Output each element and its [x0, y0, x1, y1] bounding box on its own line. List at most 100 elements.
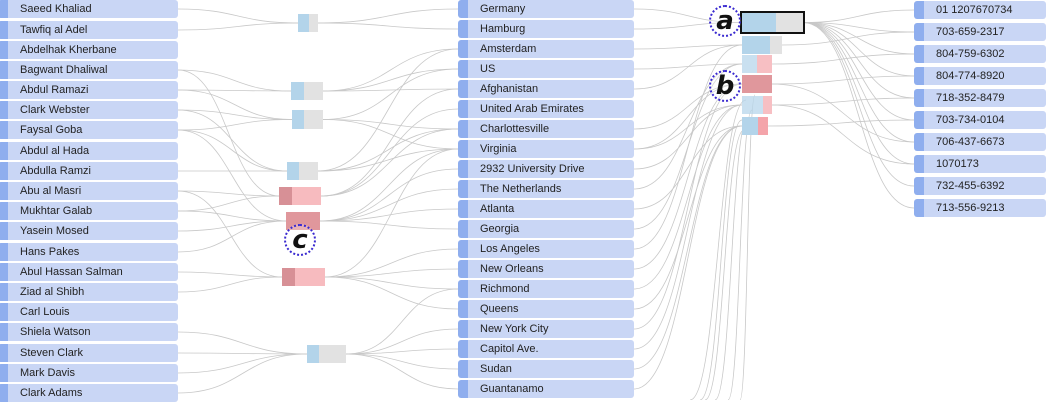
link-cluster[interactable] — [298, 14, 318, 32]
place-node[interactable]: Afghanistan — [458, 80, 634, 98]
person-node[interactable]: Abdulla Ramzi — [0, 162, 178, 180]
node-bar — [458, 60, 468, 78]
person-node[interactable]: Faysal Goba — [0, 121, 178, 139]
node-label: Mukhtar Galab — [20, 205, 93, 217]
person-node[interactable]: Yasein Mosed — [0, 222, 178, 240]
node-label: Georgia — [480, 223, 520, 235]
cluster-segment — [742, 117, 758, 135]
phone-node[interactable]: 706-437-6673 — [914, 133, 1046, 151]
node-label: Steven Clark — [20, 347, 83, 359]
link-path — [771, 83, 915, 143]
link-path — [704, 129, 745, 400]
node-bar — [458, 320, 468, 338]
place-node[interactable]: Georgia — [458, 220, 634, 238]
node-bar — [458, 160, 468, 178]
phone-node[interactable]: 01 1207670734 — [914, 1, 1046, 19]
link-cluster[interactable] — [742, 117, 768, 135]
phone-node[interactable]: 703-659-2317 — [914, 23, 1046, 41]
link-path — [177, 89, 292, 92]
cluster-segment — [742, 75, 772, 93]
cluster-segment — [763, 96, 772, 114]
phone-node[interactable]: 713-556-9213 — [914, 199, 1046, 217]
person-node[interactable]: Carl Louis — [0, 303, 178, 321]
place-node[interactable]: Atlanta — [458, 200, 634, 218]
person-node[interactable]: Shiela Watson — [0, 323, 178, 341]
link-cluster[interactable] — [742, 36, 782, 54]
node-label: Atlanta — [480, 203, 515, 215]
link-cluster[interactable] — [742, 55, 772, 73]
link-cluster[interactable] — [742, 96, 772, 114]
phone-node[interactable]: 1070173 — [914, 155, 1046, 173]
link-cluster[interactable] — [307, 345, 346, 363]
link-path — [177, 119, 293, 131]
place-node[interactable]: Virginia — [458, 140, 634, 158]
place-node[interactable]: Amsterdam — [458, 40, 634, 58]
person-node[interactable]: Tawfiq al Adel — [0, 21, 178, 39]
person-node[interactable]: Saeed Khaliad — [0, 0, 178, 18]
place-node[interactable]: Richmond — [458, 280, 634, 298]
place-node[interactable]: Sudan — [458, 360, 634, 378]
place-node[interactable]: New Orleans — [458, 260, 634, 278]
person-node[interactable]: Clark Adams — [0, 384, 178, 402]
cluster-segment — [292, 110, 305, 129]
link-cluster[interactable] — [287, 162, 318, 180]
node-bar — [0, 202, 8, 220]
place-node[interactable]: Germany — [458, 0, 634, 18]
cluster-segment — [291, 187, 321, 205]
place-node[interactable]: The Netherlands — [458, 180, 634, 198]
phone-node[interactable]: 804-759-6302 — [914, 45, 1046, 63]
link-path — [771, 97, 915, 106]
link-path — [317, 128, 459, 172]
phone-node[interactable]: 718-352-8479 — [914, 89, 1046, 107]
node-bar — [0, 41, 8, 59]
person-node[interactable]: Clark Webster — [0, 101, 178, 119]
place-node[interactable]: US — [458, 60, 634, 78]
node-bar — [458, 380, 468, 398]
person-node[interactable]: Abul Hassan Salman — [0, 263, 178, 281]
place-node[interactable]: 2932 University Drive — [458, 160, 634, 178]
phone-node[interactable]: 703-734-0104 — [914, 111, 1046, 129]
place-node[interactable]: Los Angeles — [458, 240, 634, 258]
person-node[interactable]: Abdelhak Kherbane — [0, 41, 178, 59]
person-node[interactable]: Bagwant Dhaliwal — [0, 61, 178, 79]
place-node[interactable]: New York City — [458, 320, 634, 338]
phone-node[interactable]: 804-774-8920 — [914, 67, 1046, 85]
link-path — [177, 276, 283, 293]
place-node[interactable]: Queens — [458, 300, 634, 318]
place-node[interactable]: Capitol Ave. — [458, 340, 634, 358]
person-node[interactable]: Mark Davis — [0, 364, 178, 382]
link-path — [802, 9, 915, 23]
node-bar — [458, 260, 468, 278]
link-path — [781, 31, 915, 46]
node-bar — [914, 177, 924, 195]
node-label: Richmond — [480, 283, 530, 295]
cluster-segment — [742, 96, 763, 114]
person-node[interactable]: Abdul al Hada — [0, 142, 178, 160]
link-path — [319, 168, 459, 222]
person-node[interactable]: Hans Pakes — [0, 243, 178, 261]
person-node[interactable]: Steven Clark — [0, 344, 178, 362]
link-cluster[interactable] — [292, 110, 323, 129]
link-cluster[interactable] — [291, 82, 323, 100]
person-node[interactable]: Abdul Ramazi — [0, 81, 178, 99]
link-path — [177, 190, 280, 197]
node-bar — [458, 20, 468, 38]
place-node[interactable]: Hamburg — [458, 20, 634, 38]
node-bar — [0, 263, 8, 281]
place-node[interactable]: Charlottesville — [458, 120, 634, 138]
link-path — [177, 352, 308, 355]
selected-link-cluster[interactable] — [740, 11, 805, 34]
link-path — [802, 22, 915, 77]
person-node[interactable]: Mukhtar Galab — [0, 202, 178, 220]
place-node[interactable]: United Arab Emirates — [458, 100, 634, 118]
link-cluster[interactable] — [279, 187, 321, 205]
link-path — [771, 104, 915, 165]
link-path — [322, 119, 459, 130]
place-node[interactable]: Guantanamo — [458, 380, 634, 398]
cluster-segment — [309, 14, 318, 32]
link-cluster[interactable] — [282, 268, 325, 286]
person-node[interactable]: Abu al Masri — [0, 182, 178, 200]
phone-node[interactable]: 732-455-6392 — [914, 177, 1046, 195]
link-cluster[interactable] — [742, 75, 772, 93]
person-node[interactable]: Ziad al Shibh — [0, 283, 178, 301]
